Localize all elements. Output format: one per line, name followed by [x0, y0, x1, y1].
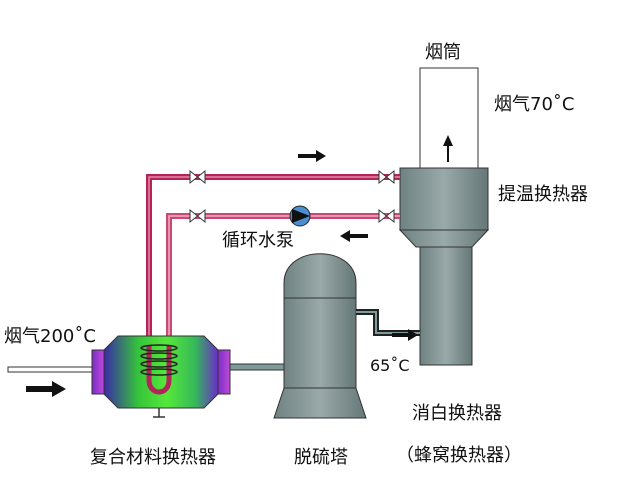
composite-exchanger-label: 复合材料换热器 — [90, 447, 216, 468]
flow-arrow-up-icon — [443, 135, 453, 162]
composite-exchanger-stub-right — [217, 349, 231, 395]
flow-arrow-left-icon — [340, 230, 368, 242]
u-tube-coil — [146, 345, 172, 395]
valve-icon — [189, 208, 206, 224]
honeycomb-exchanger-label: （蜂窝换热器） — [396, 445, 522, 466]
valve-icon — [378, 169, 395, 185]
tower-skirt — [273, 387, 367, 419]
flue-gas-out-label: 烟气70˚C — [494, 94, 575, 115]
temp-65-label: 65˚C — [370, 356, 410, 375]
desulfurization-tower-label: 脱硫塔 — [294, 447, 348, 468]
reheat-exchanger-label: 提温换热器 — [498, 184, 588, 205]
composite-exchanger-stub-left — [91, 349, 105, 395]
pump-label: 循环水泵 — [222, 230, 294, 251]
valve-icon — [378, 208, 395, 224]
desulfurization-tower-body — [283, 253, 357, 389]
reheat-exchanger-body — [399, 167, 489, 231]
flow-arrow-in-icon — [26, 381, 66, 397]
composite-exchanger-body — [103, 335, 219, 409]
flow-arrow-right-small-icon — [392, 329, 418, 341]
duct-tower-to-whitening — [356, 309, 420, 336]
duct-exchanger-to-tower — [229, 363, 285, 371]
whitening-exchanger-body — [419, 246, 473, 366]
chimney-label: 烟筒 — [425, 42, 461, 63]
coil-windings — [140, 344, 178, 376]
hot-water-pipe — [146, 174, 400, 345]
valve-icon — [189, 169, 206, 185]
flue-gas-in-label: 烟气200˚C — [4, 326, 96, 347]
inlet-flue-duct — [7, 366, 93, 373]
pump-icon — [289, 205, 311, 227]
reheat-exchanger-taper — [398, 229, 490, 248]
flow-arrow-right-icon — [298, 150, 326, 162]
whitening-exchanger-label: 消白换热器 — [412, 403, 502, 424]
